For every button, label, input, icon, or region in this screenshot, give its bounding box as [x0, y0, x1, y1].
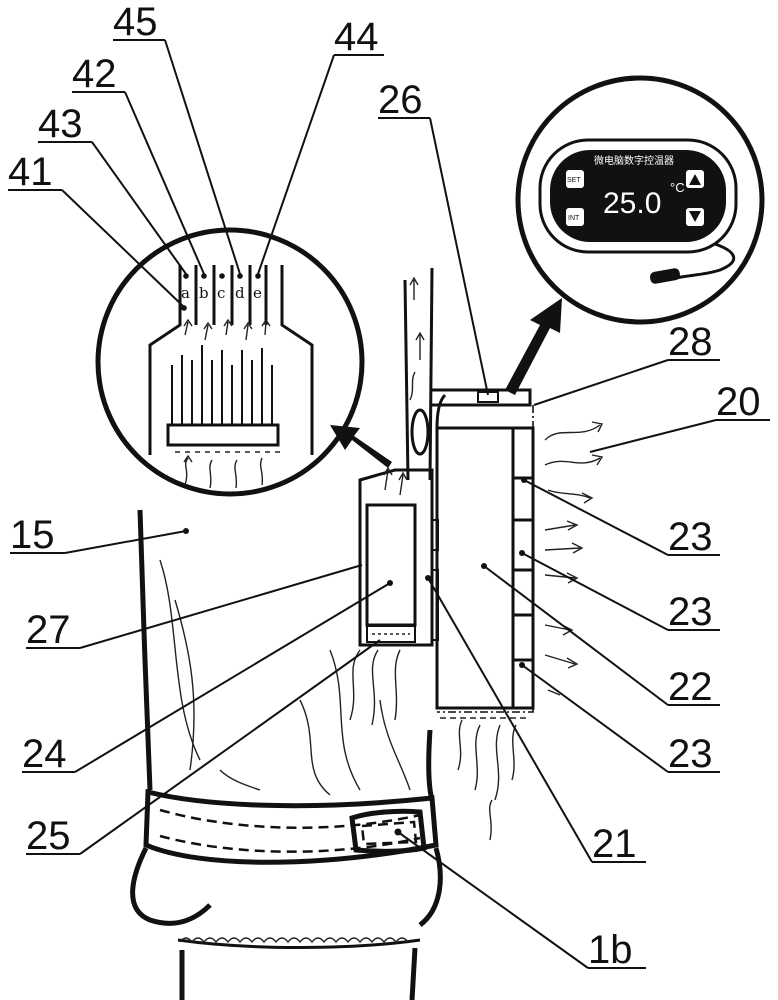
ref-1b: 1b	[588, 928, 633, 972]
left-unit-27	[349, 267, 439, 726]
controller-set-button	[566, 170, 584, 188]
outflow-arrows	[544, 421, 604, 696]
controller-int-label: INT	[568, 215, 580, 222]
ref-43: 43	[38, 102, 83, 146]
controller-set-label: SET	[567, 177, 581, 184]
triangle-down-icon	[689, 211, 701, 222]
ref-20: 20	[716, 380, 761, 424]
ref-45: 45	[113, 0, 158, 44]
ref-25: 25	[26, 814, 71, 858]
ref-27: 27	[26, 608, 71, 652]
reference-numerals: 41 43 42 45 44 26 28 20 15 23 23 22 23 2…	[8, 0, 761, 972]
arrow-to-controller	[505, 298, 562, 395]
ref-44: 44	[334, 15, 379, 59]
ref-15: 15	[10, 513, 55, 557]
controller-title: 微电脑数字控温器	[594, 154, 674, 167]
ref-24: 24	[22, 732, 67, 776]
ref-21: 21	[592, 822, 637, 866]
ref-41: 41	[8, 150, 53, 194]
channel-letter-e: e	[253, 284, 262, 302]
detail-circle: a b c d e	[95, 227, 365, 497]
ref-28: 28	[668, 320, 713, 364]
channel-letter-a: a	[181, 284, 190, 302]
ref-42: 42	[72, 52, 117, 96]
temperature-probe	[649, 268, 681, 284]
arm-sleeve	[137, 509, 435, 801]
arrow-to-detail	[330, 425, 392, 468]
channel-letter-b: b	[199, 284, 209, 302]
ref-23-bottom: 23	[668, 732, 713, 776]
controller-temperature: 25.0	[603, 187, 661, 220]
wrist-strap	[143, 788, 439, 865]
leaders	[8, 39, 770, 969]
controller-int-button	[566, 208, 584, 226]
ref-22: 22	[668, 665, 713, 709]
channel-letter-c: c	[217, 284, 225, 302]
main-panel-22	[432, 388, 535, 841]
channel-letter-d: d	[235, 284, 245, 302]
controller-circle: 微电脑数字控温器 25.0 °C SET INT	[515, 75, 765, 325]
ref-26: 26	[378, 78, 423, 122]
ref-23-top: 23	[668, 515, 713, 559]
ref-23-middle: 23	[668, 590, 713, 634]
controller-display	[550, 150, 726, 242]
controller-unit: °C	[670, 180, 685, 195]
cuff	[130, 846, 443, 1000]
triangle-up-icon	[689, 174, 701, 185]
